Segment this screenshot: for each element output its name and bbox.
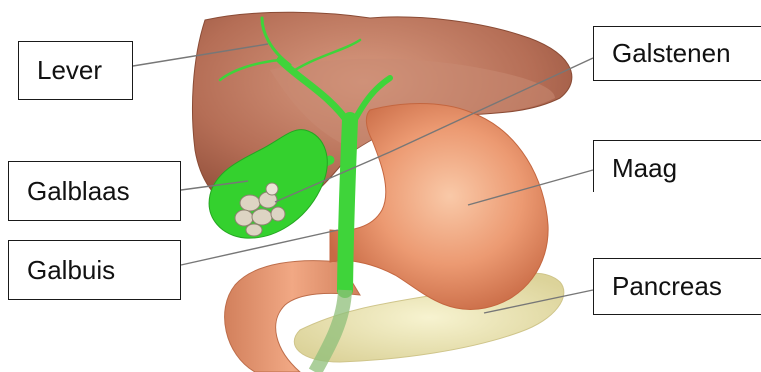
label-maag-text: Maag (612, 153, 677, 184)
label-maag: Maag (593, 140, 761, 192)
label-pancreas: Pancreas (593, 258, 761, 315)
label-galstenen: Galstenen (593, 26, 761, 81)
label-pancreas-text: Pancreas (612, 271, 722, 302)
label-galbuis-text: Galbuis (27, 255, 115, 286)
label-lever: Lever (18, 41, 133, 100)
label-galbuis: Galbuis (8, 240, 181, 300)
label-galblaas-text: Galblaas (27, 176, 130, 207)
label-galstenen-text: Galstenen (612, 38, 731, 69)
label-lever-text: Lever (37, 55, 102, 86)
label-galblaas: Galblaas (8, 161, 181, 221)
